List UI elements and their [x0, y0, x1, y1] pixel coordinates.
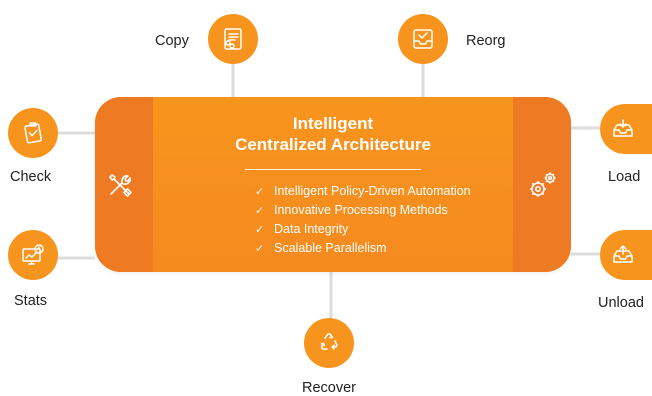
- central-architecture-card: Intelligent Centralized Architecture ✓ In…: [95, 97, 571, 272]
- tray-download-icon: [613, 119, 633, 137]
- document-copy-icon: [224, 28, 242, 50]
- monitor-chart-icon: [22, 244, 44, 265]
- gears-icon: [530, 172, 556, 197]
- unload-node: [600, 230, 652, 280]
- stats-label: Stats: [14, 293, 48, 309]
- feature-list: ✓ Intelligent Policy-Driven Automation ✓ I…: [255, 182, 471, 258]
- card-divider: [245, 169, 421, 170]
- card-center: Intelligent Centralized Architecture ✓ In…: [153, 97, 513, 272]
- tray-upload-icon: [613, 245, 633, 263]
- copy-node: [208, 14, 258, 64]
- feature-label: Innovative Processing Methods: [274, 203, 448, 217]
- check-icon: ✓: [255, 205, 265, 217]
- check-icon: ✓: [255, 224, 265, 236]
- check-icon: ✓: [255, 186, 265, 198]
- feature-label: Data Integrity: [274, 222, 349, 236]
- card-title: Intelligent Centralized Architecture: [153, 113, 513, 155]
- check-node: [8, 108, 58, 158]
- feature-item: ✓ Intelligent Policy-Driven Automation: [255, 182, 471, 201]
- load-label: Load: [608, 169, 641, 185]
- card-title-line1: Intelligent: [292, 114, 374, 133]
- check-icon: ✓: [255, 243, 265, 255]
- feature-item: ✓ Innovative Processing Methods: [255, 201, 471, 220]
- reorg-label: Reorg: [466, 33, 506, 49]
- card-right-band: [513, 97, 571, 272]
- inbox-check-icon: [413, 29, 433, 49]
- load-node: [600, 104, 652, 154]
- feature-label: Intelligent Policy-Driven Automation: [274, 184, 471, 198]
- recycle-icon: [320, 333, 338, 350]
- feature-label: Scalable Parallelism: [274, 241, 387, 255]
- check-label: Check: [10, 169, 52, 185]
- card-title-line2: Centralized Architecture: [235, 135, 431, 154]
- stats-node: [8, 230, 58, 280]
- recover-label: Recover: [302, 380, 356, 396]
- feature-item: ✓ Data Integrity: [255, 220, 471, 239]
- copy-label: Copy: [155, 33, 189, 49]
- feature-item: ✓ Scalable Parallelism: [255, 239, 471, 258]
- clipboard-check-icon: [24, 122, 42, 144]
- reorg-node: [398, 14, 448, 64]
- card-left-band: [95, 97, 153, 272]
- unload-label: Unload: [598, 295, 644, 311]
- recover-node: [304, 318, 354, 368]
- tools-icon: [109, 174, 132, 197]
